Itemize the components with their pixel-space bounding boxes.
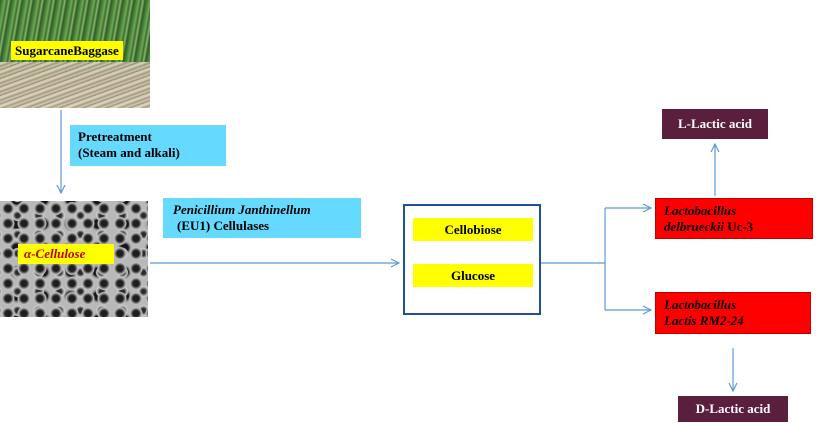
l-lactic-acid-box: L-Lactic acid	[662, 109, 768, 139]
d-lactic-acid-box: D-Lactic acid	[678, 396, 788, 422]
glucose-box: Glucose	[413, 264, 533, 287]
delbrueckii-strain: Uc-3	[723, 219, 754, 234]
cellulases-box: Penicillium Janthinellum (EU1) Cellulase…	[163, 198, 361, 238]
cellobiose-box: Cellobiose	[413, 218, 533, 241]
bagasse-stalks	[0, 62, 150, 108]
lactobacillus-delbrueckii-box: Lactobacillus delbrueckii Uc-3	[655, 198, 813, 239]
pretreatment-title: Pretreatment	[78, 129, 152, 144]
lactobacillus-lactis-box: Lactobacillus Lactis RM2-24	[655, 292, 811, 334]
sugarcane-bagasse-label: SugarcaneBaggase	[11, 41, 123, 60]
pretreatment-method: (Steam and alkali)	[78, 145, 180, 160]
delbrueckii-species: delbrueckii	[664, 219, 724, 234]
cellulase-enzyme: (EU1) Cellulases	[177, 218, 270, 233]
alpha-cellulose-label: α-Cellulose	[18, 244, 114, 264]
cellulase-organism: Penicillium Janthinellum	[173, 202, 311, 217]
lactis-species-strain: Lactis RM2-24	[664, 313, 744, 328]
delbrueckii-genus: Lactobacillus	[664, 203, 737, 218]
pretreatment-box: Pretreatment (Steam and alkali)	[70, 125, 226, 166]
lactis-genus: Lactobacillus	[664, 297, 737, 312]
